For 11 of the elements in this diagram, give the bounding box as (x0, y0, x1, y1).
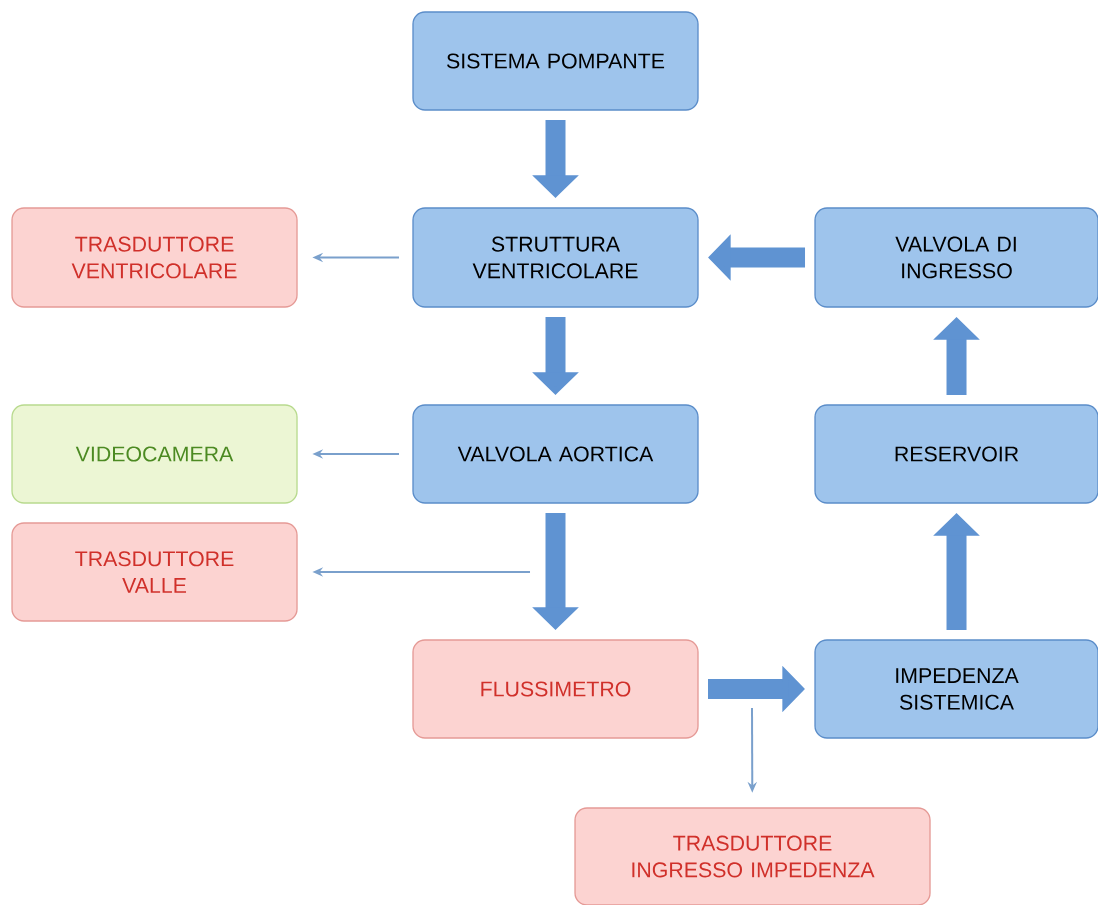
sensor-box: FLUSSIMETRO (412, 639, 699, 739)
sensor-box: TRASDUTTORE INGRESSO IMPEDENZA (574, 807, 931, 905)
process-box: STRUTTURA VENTRICOLARE (412, 207, 699, 308)
process-box: RESERVOIR (814, 404, 1098, 504)
process-box: IMPEDENZA SISTEMICA (814, 639, 1098, 739)
process-box: VALVOLA AORTICA (412, 404, 699, 504)
sensor-box: TRASDUTTORE VALLE (11, 522, 298, 622)
camera-box: VIDEOCAMERA (11, 404, 298, 504)
sensor-box: TRASDUTTORE VENTRICOLARE (11, 207, 298, 308)
process-box: SISTEMA POMPANTE (412, 11, 699, 111)
process-box: VALVOLA DI INGRESSO (814, 207, 1098, 308)
